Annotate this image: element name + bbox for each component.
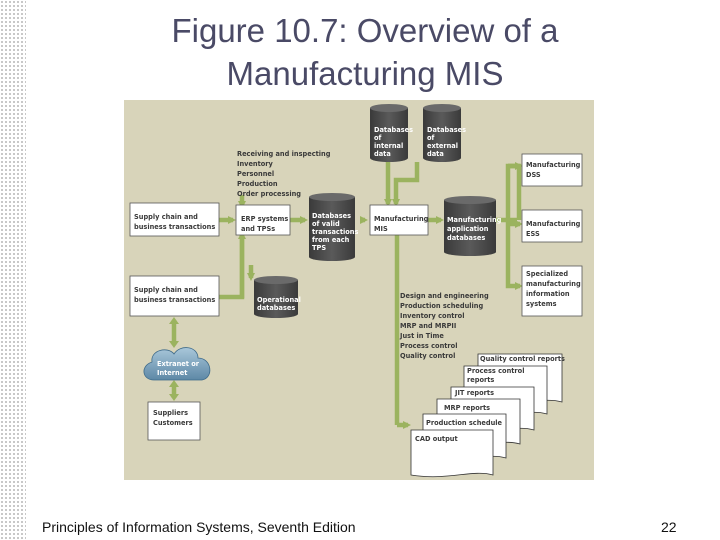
svg-text:business transactions: business transactions [134,296,215,304]
list-item: Order processing [237,190,301,198]
receiving-list: Receiving and inspecting Inventory Perso… [237,150,331,198]
svg-text:internal: internal [374,142,403,150]
box-supply-chain-2: Supply chain and business transactions [129,275,220,317]
svg-text:Internet: Internet [157,369,187,377]
arrow-to-specialized [505,220,523,290]
svg-text:MIS: MIS [374,225,388,233]
connectors [171,158,523,429]
report-stack: Quality control reports Process control … [410,353,565,478]
dotted-edge-decoration [0,0,26,540]
database-application: Manufacturing application databases [444,196,502,256]
svg-text:Supply chain and: Supply chain and [134,286,198,294]
svg-text:ERP systems: ERP systems [241,215,288,223]
box-specialized-systems: Specialized manufacturing information sy… [521,265,583,317]
report-cad-output: CAD output [410,429,494,478]
svg-text:external: external [427,142,458,150]
svg-text:MRP reports: MRP reports [444,404,490,412]
svg-text:Databases: Databases [374,126,413,134]
small-arrowheads [169,317,179,401]
list-item: Production [237,180,278,188]
manufacturing-mis-diagram: Receiving and inspecting Inventory Perso… [129,104,583,478]
svg-text:Manufacturing: Manufacturing [526,161,581,169]
svg-text:and TPSs: and TPSs [241,225,275,233]
box-manufacturing-mis: Manufacturing MIS [369,204,429,236]
box-manufacturing-dss: Manufacturing DSS [521,153,583,187]
list-item: Receiving and inspecting [237,150,331,158]
box-erp-systems: ERP systems and TPSs [235,204,291,236]
svg-text:of: of [427,134,435,142]
footer-source: Principles of Information Systems, Seven… [42,519,356,535]
svg-text:Databases: Databases [312,212,351,220]
svg-text:Databases: Databases [427,126,466,134]
svg-text:application: application [447,225,489,233]
svg-text:of valid: of valid [312,220,340,228]
list-item: MRP and MRPII [400,322,456,330]
database-valid-transactions: Databases of valid transactions from eac… [309,193,358,261]
list-item: Personnel [237,170,274,178]
svg-text:JIT reports: JIT reports [454,389,494,397]
svg-text:Quality control reports: Quality control reports [480,355,565,363]
database-operational: Operational databases [254,276,301,318]
svg-text:transactions: transactions [312,228,358,236]
svg-text:information: information [526,290,570,298]
functions-list: Design and engineering Production schedu… [399,292,489,360]
page-number: 22 [661,519,677,535]
list-item: Just in Time [399,332,444,340]
arrow-external-db-to-mis [392,162,420,207]
svg-text:Suppliers: Suppliers [153,409,188,417]
list-item: Inventory [237,160,274,168]
svg-text:databases: databases [257,304,295,312]
database-internal: Databases of internal data [370,104,413,162]
svg-text:TPS: TPS [312,244,326,252]
list-item: Quality control [400,352,455,360]
svg-text:Specialized: Specialized [526,270,568,278]
svg-text:Manufacturing: Manufacturing [526,220,581,228]
svg-text:business transactions: business transactions [134,223,215,231]
svg-text:Extranet or: Extranet or [157,360,200,368]
svg-text:from each: from each [312,236,350,244]
line-to-upper-outputs [516,163,522,220]
list-item: Design and engineering [400,292,489,300]
list-item: Production scheduling [400,302,483,310]
slide-title-line-2: Manufacturing MIS [226,55,504,92]
svg-text:Operational: Operational [257,296,301,304]
svg-text:Process control: Process control [467,367,524,375]
svg-text:data: data [427,150,444,158]
arrow-to-dss [505,162,523,220]
slide-title-line-1: Figure 10.7: Overview of a [171,12,559,49]
extranet-cloud: Extranet or Internet [143,347,211,381]
diagram-panel: Receiving and inspecting Inventory Perso… [124,100,594,480]
database-external: Databases of external data [423,104,466,162]
svg-text:reports: reports [467,376,494,384]
svg-text:Manufacturing: Manufacturing [447,216,502,224]
arrow-supply2-to-erp [219,231,246,300]
svg-text:ESS: ESS [526,230,540,238]
svg-text:Supply chain and: Supply chain and [134,213,198,221]
svg-text:of: of [374,134,382,142]
box-manufacturing-ess: Manufacturing ESS [521,209,583,243]
svg-text:CAD output: CAD output [415,435,458,443]
svg-text:data: data [374,150,391,158]
box-suppliers: Suppliers Customers [147,401,201,441]
svg-text:Manufacturing: Manufacturing [374,215,429,223]
svg-text:Production schedule: Production schedule [426,419,503,427]
svg-text:systems: systems [526,300,557,308]
svg-text:databases: databases [447,234,485,242]
box-supply-chain-1: Supply chain and business transactions [129,202,220,237]
svg-text:manufacturing: manufacturing [526,280,581,288]
svg-text:DSS: DSS [526,171,541,179]
list-item: Process control [400,342,457,350]
list-item: Inventory control [400,312,464,320]
svg-text:Customers: Customers [153,419,193,427]
